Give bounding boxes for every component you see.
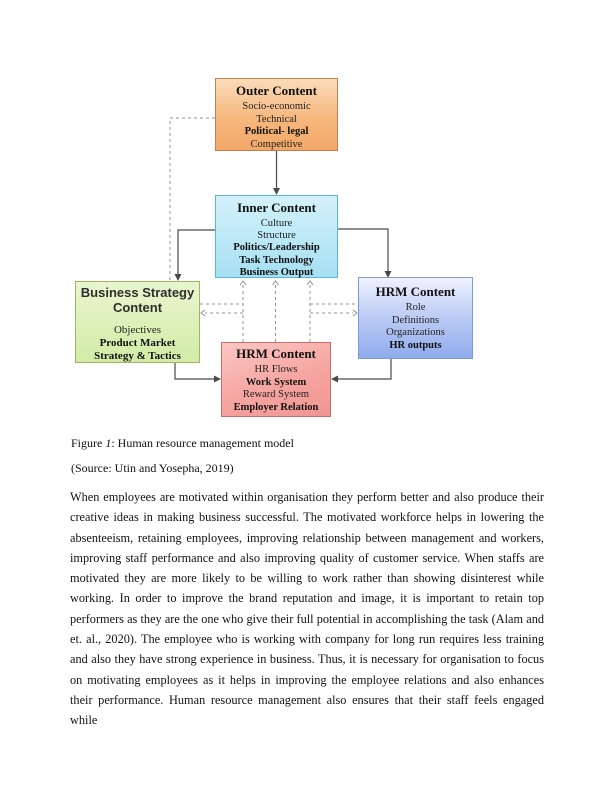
box-title: HRM Content [375,284,456,299]
business-strategy-content-box: Business Strategy Content Objectives Pro… [75,281,200,363]
box-items: Socio-economic Technical Political- lega… [216,101,337,151]
box-title: Business Strategy Content [80,285,195,315]
arrowhead-down-icon [174,274,182,281]
box-item: Structure [257,230,296,242]
box-item: Technical [256,113,297,125]
arrow-inner-to-business [177,229,215,275]
box-item: Role [405,302,426,313]
open-arrowhead-right-icon [352,309,358,317]
box-item: Task Technology [239,254,314,266]
arrow-inner-to-hrm-right [338,228,389,272]
box-item: Strategy & Tactics [94,350,181,362]
figure-caption-number: 1 [105,436,112,450]
box-item: Definitions [391,314,440,326]
box-items: Objectives Product Market Strategy & Tac… [76,324,199,363]
outer-content-box: Outer Content Socio-economic Technical P… [215,78,338,151]
box-item: Work System [245,376,307,388]
hrm-content-bottom-box: HRM Content HR Flows Work System Reward … [221,342,331,417]
source-line: (Source: Utin and Yosepha, 2019) [71,461,234,475]
box-item: HR Flows [254,364,298,375]
arrowhead-right-icon [214,375,221,383]
box-item: Organizations [386,327,445,338]
box-item: Employer Relation [233,401,319,413]
box-item: Socio-economic [242,101,311,112]
figure-caption-label: Figure [71,436,106,450]
dashed-arrowheads [200,280,358,317]
hrm-content-right-box: HRM Content Role Definitions Organizatio… [358,277,473,359]
hrm-model-diagram: Outer Content Socio-economic Technical P… [75,78,473,417]
open-arrowhead-up-icon [239,280,247,286]
box-item: Politics/Leadership [233,242,320,254]
box-item: Product Market [99,337,176,349]
box-item: Culture [260,218,293,229]
box-items: HR Flows Work System Reward System Emplo… [222,364,330,414]
box-items: Culture Structure Politics/Leadership Ta… [216,218,337,279]
arrow-hrm-right-to-hrm-bottom [337,359,392,380]
dashed-outer-to-business [169,117,215,281]
arrowhead-left-icon [331,375,338,383]
body-paragraph: When employees are motivated within orga… [70,490,544,728]
arrow-business-to-hrm-bottom [174,363,215,380]
inner-content-box: Inner Content Culture Structure Politics… [215,195,338,278]
open-arrowhead-left-icon [200,309,206,317]
box-item: Objectives [113,324,162,336]
figure-caption-text: : Human resource management model [111,436,294,450]
box-item: Reward System [242,389,310,400]
arrowhead-down-icon [273,188,280,195]
open-arrowhead-up-icon [306,280,314,286]
box-item: Business Output [239,266,314,278]
box-items: Role Definitions Organizations HR output… [359,302,472,352]
box-item: Competitive [250,138,303,150]
box-title: Outer Content [235,83,317,98]
box-title: Inner Content [237,200,316,215]
figure-caption: Figure 1: Human resource management mode… [71,436,294,451]
box-item: Political- legal [244,126,309,137]
box-title: HRM Content [236,346,316,361]
open-arrowhead-up-icon [272,280,279,286]
box-item: HR outputs [389,339,442,351]
